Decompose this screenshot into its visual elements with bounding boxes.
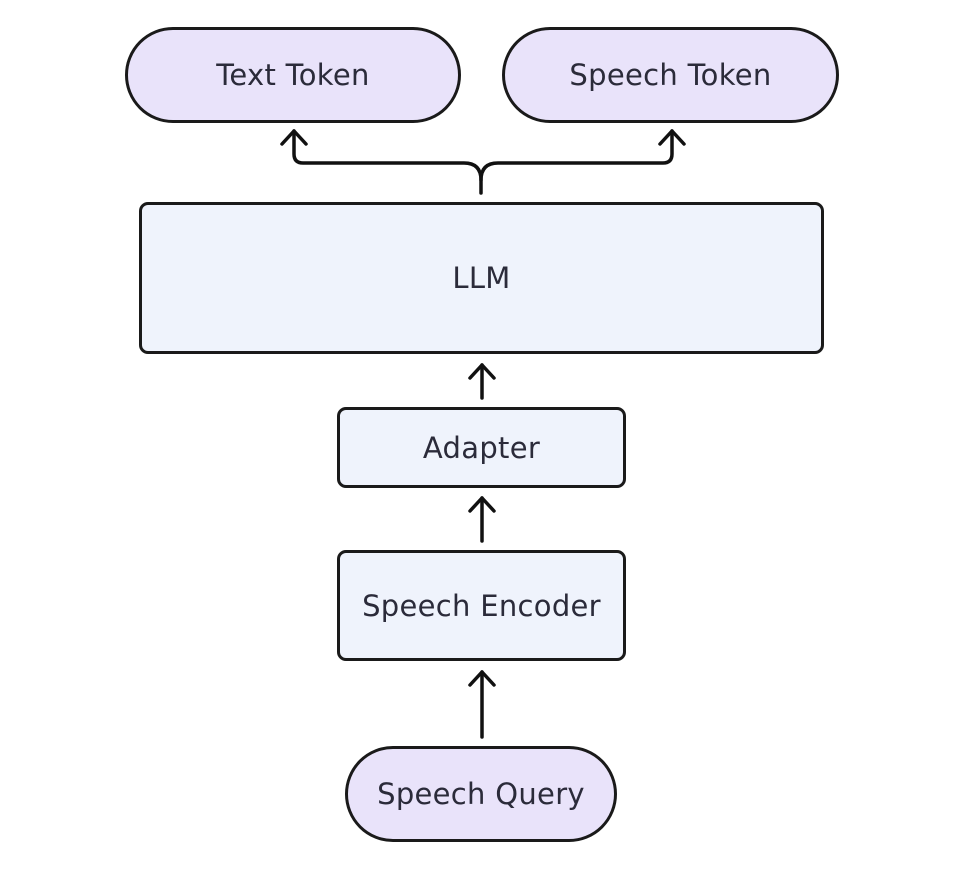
llm-node: LLM: [139, 202, 824, 354]
arrow-head: [468, 496, 496, 513]
arrow-head: [468, 670, 496, 687]
edge-encoder-to-adapter: [468, 496, 496, 543]
edge-query-to-encoder: [468, 670, 496, 739]
llm-label: LLM: [452, 261, 511, 295]
edge-adapter-to-llm: [468, 363, 496, 400]
arrow-head-to-text-token: [280, 129, 308, 146]
speech-token-node: Speech Token: [502, 27, 839, 123]
adapter-node: Adapter: [337, 407, 626, 488]
branch-line: [479, 129, 674, 195]
text-token-label: Text Token: [216, 58, 370, 92]
arrow-head-to-speech-token: [658, 129, 686, 146]
speech-query-node: Speech Query: [345, 746, 617, 842]
speech-encoder-label: Speech Encoder: [362, 588, 601, 623]
adapter-label: Adapter: [422, 430, 541, 465]
speech-encoder-node: Speech Encoder: [337, 550, 626, 661]
text-token-node: Text Token: [125, 27, 461, 123]
edge-llm-to-tokens: [280, 129, 686, 195]
speech-token-label: Speech Token: [569, 58, 772, 92]
branch-line: [292, 129, 483, 182]
arrow-head: [468, 363, 496, 380]
speech-query-label: Speech Query: [377, 777, 585, 811]
